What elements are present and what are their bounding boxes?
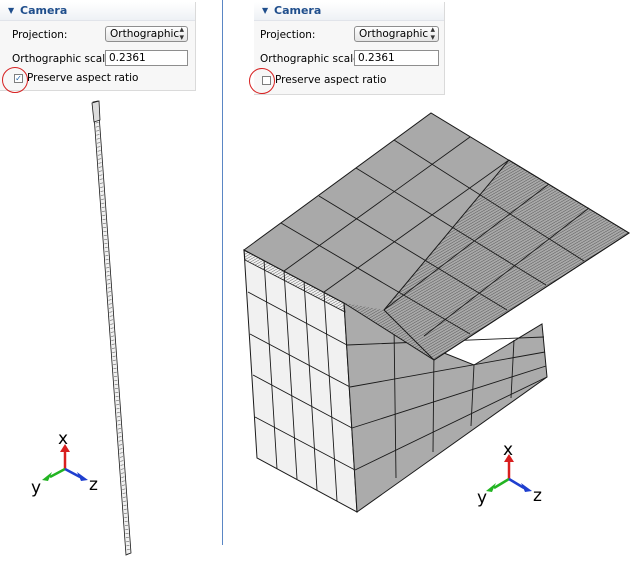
scale-input[interactable]: 0.2361 xyxy=(354,50,439,66)
z-axis-arrow xyxy=(508,477,525,490)
projection-label: Projection: xyxy=(12,29,68,41)
y-axis-label: y xyxy=(477,488,487,508)
scale-label: Orthographic scale: xyxy=(260,53,364,65)
left-viewport: ▼ Camera Projection: Orthographic ▴▾ Ort… xyxy=(0,0,222,563)
collapse-triangle-icon[interactable]: ▼ xyxy=(262,6,269,15)
thin-mesh-view: x y z xyxy=(31,100,132,556)
x-axis-label: x xyxy=(58,429,68,449)
z-axis-arrow xyxy=(64,467,81,479)
preserve-aspect-label: Preserve aspect ratio xyxy=(27,72,139,84)
scale-input[interactable]: 0.2361 xyxy=(105,50,188,66)
projection-value: Orthographic xyxy=(359,28,429,40)
section-title: Camera xyxy=(20,4,68,17)
projection-select[interactable]: Orthographic ▴▾ xyxy=(105,25,188,43)
collapse-triangle-icon[interactable]: ▼ xyxy=(8,6,15,15)
scale-label: Orthographic scale: xyxy=(12,53,116,65)
camera-section-header[interactable]: ▼ Camera xyxy=(0,2,195,21)
x-axis-label: x xyxy=(503,440,513,460)
projection-value: Orthographic xyxy=(110,28,180,40)
y-axis-arrow xyxy=(493,477,510,490)
section-title: Camera xyxy=(274,4,322,17)
select-arrows-icon: ▴▾ xyxy=(430,25,435,43)
thin-mesh-strip xyxy=(91,100,132,556)
highlight-circle xyxy=(2,67,28,93)
select-arrows-icon: ▴▾ xyxy=(179,25,184,43)
refined-mesh-region xyxy=(243,159,630,361)
axis-triad: x y z xyxy=(477,440,542,508)
mesh-3d-view: x y z xyxy=(243,112,630,513)
camera-panel: ▼ Camera Projection: Orthographic ▴▾ Ort… xyxy=(254,2,445,95)
axis-triad: x y z xyxy=(31,429,98,498)
highlight-circle xyxy=(249,68,275,94)
z-axis-label: z xyxy=(533,486,542,506)
y-axis-label: y xyxy=(31,478,41,498)
right-viewport: ▼ Camera Projection: Orthographic ▴▾ Ort… xyxy=(224,0,634,563)
viewport-divider xyxy=(222,0,223,545)
z-axis-label: z xyxy=(89,475,98,495)
camera-section-header[interactable]: ▼ Camera xyxy=(254,2,444,21)
preserve-aspect-label: Preserve aspect ratio xyxy=(275,74,387,86)
y-axis-arrow xyxy=(49,467,66,479)
projection-select[interactable]: Orthographic ▴▾ xyxy=(354,25,439,43)
projection-label: Projection: xyxy=(260,29,316,41)
